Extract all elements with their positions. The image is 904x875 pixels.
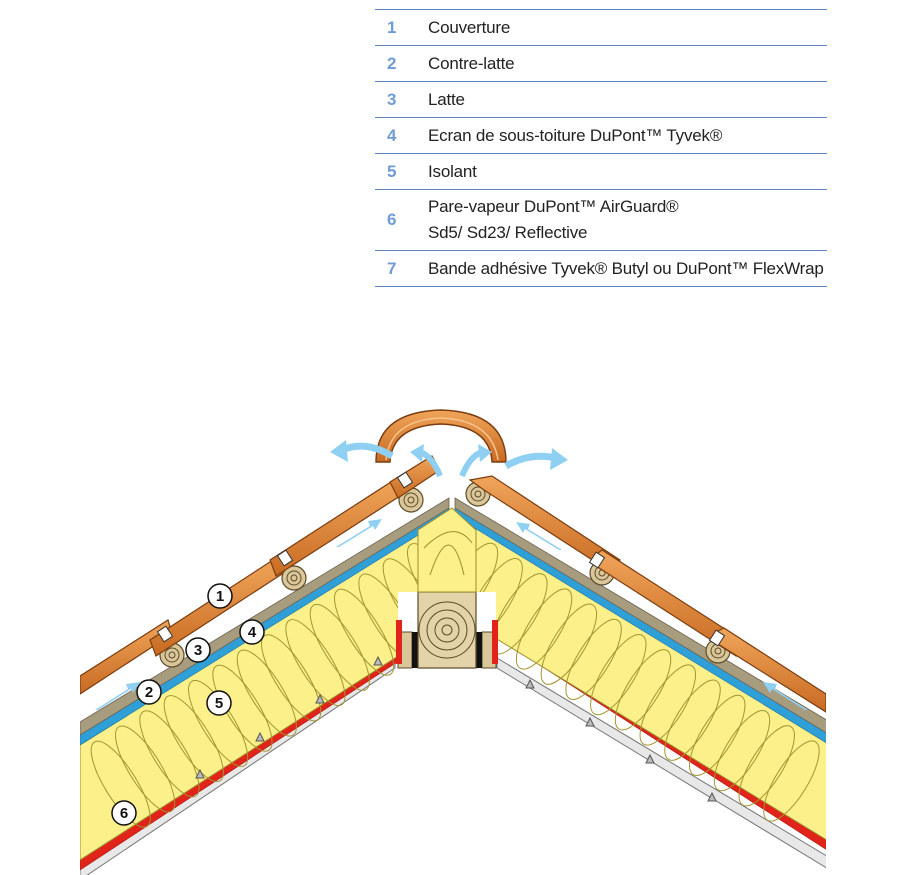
apex-insulation (417, 507, 477, 593)
insulation-coil (614, 649, 672, 731)
legend-label: Pare-vapeur DuPont™ AirGuard® Sd5/ Sd23/… (428, 189, 827, 251)
ceiling-lining (496, 657, 826, 869)
legend-label: Bande adhésive Tyvek® Butyl ou DuPont™ F… (428, 250, 827, 287)
insulation-coil (738, 725, 795, 807)
legend-row-6: 6 Pare-vapeur DuPont™ AirGuard® Sd5/ Sd2… (375, 189, 827, 251)
insulation-coil (139, 710, 200, 798)
legend-number: 7 (375, 250, 428, 287)
insulation-coil (664, 679, 721, 761)
svg-text:2: 2 (145, 684, 153, 701)
callout-5: 5 (206, 690, 232, 716)
insulation-coil (163, 695, 224, 783)
legend-label: Ecran de sous-toiture DuPont™ Tyvek® (428, 117, 827, 154)
legend-label: Contre-latte (428, 45, 827, 82)
legend-row-1: 1 Couverture (375, 9, 827, 46)
legend-label: Isolant (428, 153, 827, 190)
legend-label: Latte (428, 81, 827, 118)
insulation-coil (261, 634, 322, 722)
ridge-beam (396, 591, 498, 669)
legend-row-5: 5 Isolant (375, 153, 827, 190)
airflow-arrow (516, 522, 562, 550)
airflow-arrows (516, 522, 808, 710)
batten (281, 565, 307, 591)
legend-number: 4 (375, 117, 428, 154)
callout-2: 2 (136, 679, 162, 705)
right-roof-slope (452, 475, 826, 869)
svg-text:3: 3 (194, 642, 202, 659)
legend-row-7: 7 Bande adhésive Tyvek® Butyl ou DuPont™… (375, 250, 827, 287)
insulation-coil (639, 664, 696, 746)
insulation-coil (540, 603, 598, 685)
legend-row-2: 2 Contre-latte (375, 45, 827, 82)
roof-tiles (80, 455, 441, 695)
legend-number: 6 (375, 189, 428, 251)
insulation-coil (115, 725, 176, 813)
svg-text:5: 5 (215, 695, 223, 712)
insulation-coil (236, 649, 297, 737)
insulation-coil (763, 740, 820, 822)
insulation-coil (212, 664, 273, 752)
legend-number: 3 (375, 81, 428, 118)
callouts: 1 2 3 4 5 6 (111, 583, 265, 826)
insulation-coil (188, 679, 249, 767)
insulation-coil (90, 740, 151, 828)
svg-text:1: 1 (216, 588, 224, 605)
roof-tiles (468, 475, 826, 713)
ridge-tile (375, 409, 507, 463)
svg-text:6: 6 (120, 805, 128, 822)
callout-4: 4 (239, 619, 265, 645)
insulation-coil (713, 710, 771, 792)
insulation-coil (689, 694, 746, 776)
ceiling-clips (195, 655, 383, 779)
legend-label: Couverture (428, 9, 827, 46)
counter-batten (454, 497, 826, 734)
legend-number: 1 (375, 9, 428, 46)
legend-row-3: 3 Latte (375, 81, 827, 118)
airflow-arrow (95, 682, 140, 710)
airflow-arrow (336, 519, 382, 547)
insulation-coil (590, 634, 647, 716)
legend-number: 2 (375, 45, 428, 82)
legend-table: 1 Couverture 2 Contre-latte 3 Latte 4 Ec… (375, 9, 827, 287)
ridge-airflow-arrows (330, 440, 568, 478)
insulation-coil (334, 588, 395, 676)
callout-6: 6 (111, 800, 137, 826)
legend-row-4: 4 Ecran de sous-toiture DuPont™ Tyvek® (375, 117, 827, 154)
left-roof-slope (80, 455, 452, 875)
insulation-coil (309, 603, 370, 691)
ceiling-clips (525, 678, 717, 802)
insulation-coil (285, 619, 346, 707)
insulation-coil (565, 618, 622, 700)
callout-1: 1 (207, 583, 233, 609)
insulation-coil (515, 588, 573, 670)
airflow-arrows (95, 519, 382, 710)
legend-number: 5 (375, 153, 428, 190)
callout-3: 3 (185, 637, 211, 663)
svg-text:4: 4 (248, 624, 257, 641)
airflow-arrow (763, 682, 808, 710)
